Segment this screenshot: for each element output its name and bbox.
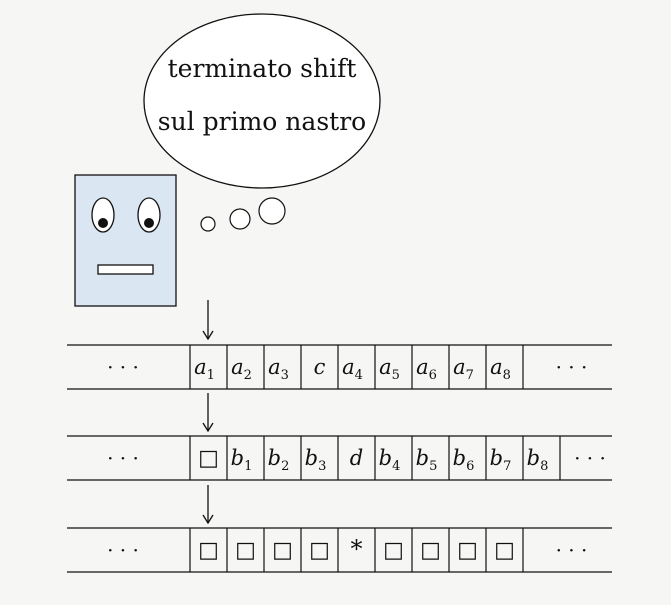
head-arrows bbox=[202, 300, 214, 525]
tape-2: · · · · · · □ b1 b2 b3 d b4 b5 b6 b7 b8 bbox=[67, 435, 612, 481]
tape-cell-symbol: □ bbox=[309, 538, 330, 563]
tape-cell-symbol: a5 bbox=[379, 355, 400, 383]
tape-3: · · · · · · □ □ □ □ * □ □ □ □ bbox=[67, 527, 612, 573]
tape-cell-symbol: b2 bbox=[268, 446, 290, 474]
tape-cell-symbol: a3 bbox=[268, 355, 289, 383]
tape-right-ellipsis: · · · bbox=[556, 355, 588, 379]
tape-cell-symbol: a2 bbox=[231, 355, 252, 383]
head-arrow-tape-1 bbox=[202, 300, 214, 341]
tape-cell-symbol: a4 bbox=[342, 355, 363, 383]
tape-right-ellipsis: · · · bbox=[574, 446, 606, 470]
tape-cell-symbol: a1 bbox=[194, 355, 215, 383]
tape-1: · · · · · · a1 a2 a3 c a4 a5 a6 a7 a8 bbox=[67, 344, 612, 390]
tape-cell-symbol: * bbox=[351, 535, 363, 563]
tape-cell-symbol: a6 bbox=[416, 355, 437, 383]
tape-cell-symbol: □ bbox=[420, 538, 441, 563]
tape-cell-symbol: b1 bbox=[231, 446, 253, 474]
robot-mouth bbox=[97, 264, 154, 275]
left-pupil bbox=[98, 218, 108, 228]
head-arrow-tape-2 bbox=[202, 393, 214, 433]
tape-cell-symbol: b6 bbox=[453, 446, 475, 474]
tape-cell-symbol: □ bbox=[235, 538, 256, 563]
tape-cell-symbol: b8 bbox=[527, 446, 549, 474]
tape-left-ellipsis: · · · bbox=[107, 446, 139, 470]
thought-dot-small bbox=[200, 216, 216, 232]
thought-line-2: sul primo nastro bbox=[158, 107, 366, 136]
head-arrow-tape-3 bbox=[202, 485, 214, 525]
tape-cell-symbol: □ bbox=[457, 538, 478, 563]
thought-line-1: terminato shift bbox=[168, 54, 357, 83]
tape-cell-symbol: □ bbox=[198, 538, 219, 563]
thought-dot-medium bbox=[229, 208, 251, 230]
thought-dot-large bbox=[258, 197, 286, 225]
robot-head bbox=[74, 174, 177, 307]
tape-left-ellipsis: · · · bbox=[107, 538, 139, 562]
tape-left-ellipsis: · · · bbox=[107, 355, 139, 379]
tape-cell-symbol: b3 bbox=[305, 446, 327, 474]
tape-cell-symbol: a7 bbox=[453, 355, 474, 383]
robot-face bbox=[74, 174, 177, 307]
tape-cell-symbol: b5 bbox=[416, 446, 438, 474]
right-eye bbox=[137, 197, 161, 233]
tapes: · · · · · · a1 a2 a3 c a4 a5 a6 a7 a8 · · · · · · □ b1… bbox=[67, 344, 612, 573]
tape-cell-symbol: □ bbox=[198, 446, 219, 471]
tape-right-ellipsis: · · · bbox=[556, 538, 588, 562]
tape-cell-symbol: b7 bbox=[490, 446, 512, 474]
right-pupil bbox=[144, 218, 154, 228]
left-eye bbox=[91, 197, 115, 233]
tape-cell-symbol: d bbox=[350, 446, 363, 470]
thought-bubble bbox=[143, 13, 381, 189]
tape-cell-symbol: □ bbox=[494, 538, 515, 563]
tape-cell-symbol: c bbox=[314, 355, 326, 379]
tape-cell-symbol: □ bbox=[383, 538, 404, 563]
thought-trail bbox=[200, 197, 286, 232]
tape-cell-symbol: □ bbox=[272, 538, 293, 563]
tape-cell-symbol: b4 bbox=[379, 446, 401, 474]
tape-cell-symbol: a8 bbox=[490, 355, 511, 383]
